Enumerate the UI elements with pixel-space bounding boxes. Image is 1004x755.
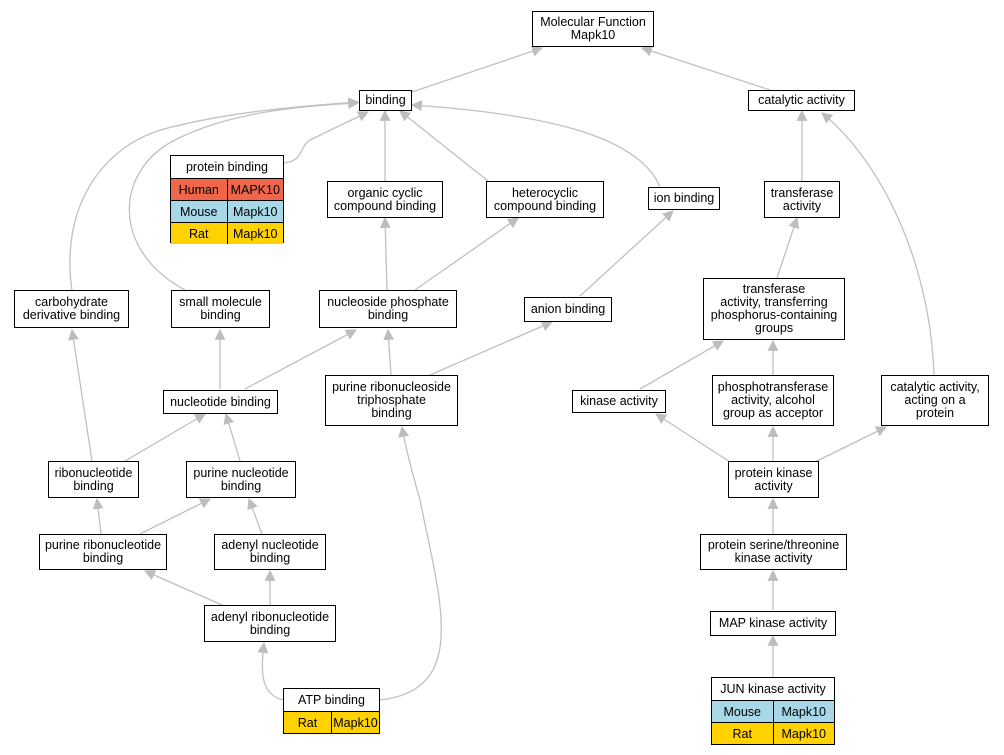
edge-protein-kinase-to-catalytic-protein [814, 426, 887, 463]
node-purine-ribonucleoside-triphosphate-binding[interactable]: purine ribonucleoside triphosphate bindi… [325, 375, 458, 426]
node-purine-ribonucleotide-binding[interactable]: purine ribonucleotide binding [39, 534, 167, 570]
edge-purine-nucleotide-to-nucleotide [223, 412, 241, 462]
node-catalytic-activity-on-protein[interactable]: catalytic activity, acting on a protein [881, 375, 989, 426]
jun-kinase-row-rat: Rat Mapk10 [712, 723, 834, 744]
node-catalytic-activity[interactable]: catalytic activity [748, 90, 855, 111]
edge-prt-to-nucleoside [383, 328, 395, 376]
edge-kinase-to-phosphorus [639, 340, 724, 390]
edge-adenyl-ribo-to-purine-ribo [143, 569, 223, 606]
node-anion-binding[interactable]: anion binding [524, 297, 612, 322]
protein-binding-row-rat: Rat Mapk10 [171, 223, 283, 244]
edge-prt-to-anion [429, 320, 554, 376]
protein-binding-row-human: Human MAPK10 [171, 179, 283, 201]
node-organic-cyclic-compound-binding[interactable]: organic cyclic compound binding [327, 181, 443, 218]
node-carbohydrate-derivative-binding[interactable]: carbohydrate derivative binding [14, 290, 129, 328]
node-purine-nucleotide-binding[interactable]: purine nucleotide binding [186, 461, 296, 498]
node-ribonucleotide-binding[interactable]: ribonucleotide binding [48, 461, 139, 498]
edge-anion-to-ion [579, 210, 674, 297]
node-heterocyclic-compound-binding[interactable]: heterocyclic compound binding [486, 181, 604, 218]
node-atp-binding[interactable]: ATP binding Rat Mapk10 [283, 688, 380, 734]
node-kinase-activity[interactable]: kinase activity [572, 390, 666, 413]
gene-cell: Mapk10 [226, 201, 284, 222]
gene-cell: Mapk10 [772, 701, 835, 722]
species-cell: Mouse [723, 704, 762, 719]
edge-catalytic-protein-to-catalytic [821, 112, 935, 376]
node-transferase-transferring-phosphorus[interactable]: transferase activity, transferring phosp… [703, 278, 845, 340]
edge-catalytic-to-molecular-function [640, 45, 771, 91]
edge-heterocyclic-to-binding [399, 110, 489, 182]
edge-nucleoside-to-heterocyclic [414, 217, 519, 291]
species-cell: Mouse [179, 204, 218, 219]
protein-binding-title: protein binding [171, 156, 283, 179]
species-cell: Rat [732, 726, 752, 741]
species-cell: Human [178, 182, 219, 197]
node-nucleoside-phosphate-binding[interactable]: nucleoside phosphate binding [319, 290, 457, 328]
gene-cell: Mapk10 [331, 712, 379, 733]
node-ion-binding[interactable]: ion binding [648, 187, 720, 210]
edge-protein-kinase-to-kinase [655, 413, 731, 463]
gene-cell: Mapk10 [226, 223, 284, 244]
species-cell: Rat [297, 715, 318, 730]
node-jun-kinase-activity[interactable]: JUN kinase activity Mouse Mapk10 Rat Map… [711, 677, 835, 745]
node-protein-kinase-activity[interactable]: protein kinase activity [728, 461, 819, 498]
node-nucleotide-binding[interactable]: nucleotide binding [163, 390, 278, 414]
gene-cell: MAPK10 [226, 179, 284, 200]
species-cell: Rat [189, 226, 209, 241]
atp-binding-row-rat: Rat Mapk10 [284, 712, 379, 733]
edge-phosphorus-to-transferase [776, 216, 800, 279]
gene-cell: Mapk10 [772, 723, 835, 744]
jun-kinase-row-mouse: Mouse Mapk10 [712, 701, 834, 723]
edge-atp-to-prt [379, 425, 442, 701]
node-adenyl-ribonucleotide-binding[interactable]: adenyl ribonucleotide binding [204, 605, 336, 642]
edge-protein-binding-to-binding [283, 111, 369, 164]
edge-adenyl-nucleotide-to-purine-nucleotide [247, 497, 263, 535]
edge-purine-ribo-to-purine-nucleotide [139, 498, 211, 535]
node-adenyl-nucleotide-binding[interactable]: adenyl nucleotide binding [214, 534, 326, 570]
node-transferase-activity[interactable]: transferase activity [764, 181, 840, 218]
edge-carbohydrate-to-binding [69, 97, 360, 291]
jun-kinase-title: JUN kinase activity [712, 678, 834, 701]
node-molecular-function[interactable]: Molecular Function Mapk10 [532, 11, 654, 47]
edge-ribonucleotide-to-carbohydrate [68, 328, 93, 462]
node-small-molecule-binding[interactable]: small molecule binding [171, 290, 270, 328]
protein-binding-row-mouse: Mouse Mapk10 [171, 201, 283, 223]
node-binding[interactable]: binding [359, 90, 412, 111]
edge-small-molecule-to-binding [128, 98, 360, 291]
node-phosphotransferase-alcohol-acceptor[interactable]: phosphotransferase activity, alcohol gro… [712, 375, 834, 426]
atp-binding-title: ATP binding [284, 689, 379, 712]
edge-nucleoside-to-organic [379, 216, 391, 291]
node-protein-serine-threonine-kinase-activity[interactable]: protein serine/threonine kinase activity [700, 534, 847, 570]
edge-ribonucleotide-to-nucleotide [124, 413, 206, 462]
edge-nucleotide-to-nucleoside [244, 329, 357, 390]
edge-atp-to-adenyl-ribo [257, 641, 285, 701]
edge-ion-to-binding [410, 100, 661, 188]
node-map-kinase-activity[interactable]: MAP kinase activity [710, 611, 836, 636]
edge-purine-ribo-to-ribonucleotide [92, 497, 104, 535]
node-protein-binding[interactable]: protein binding Human MAPK10 Mouse Mapk1… [170, 155, 284, 244]
edge-binding-to-molecular-function [411, 45, 544, 93]
